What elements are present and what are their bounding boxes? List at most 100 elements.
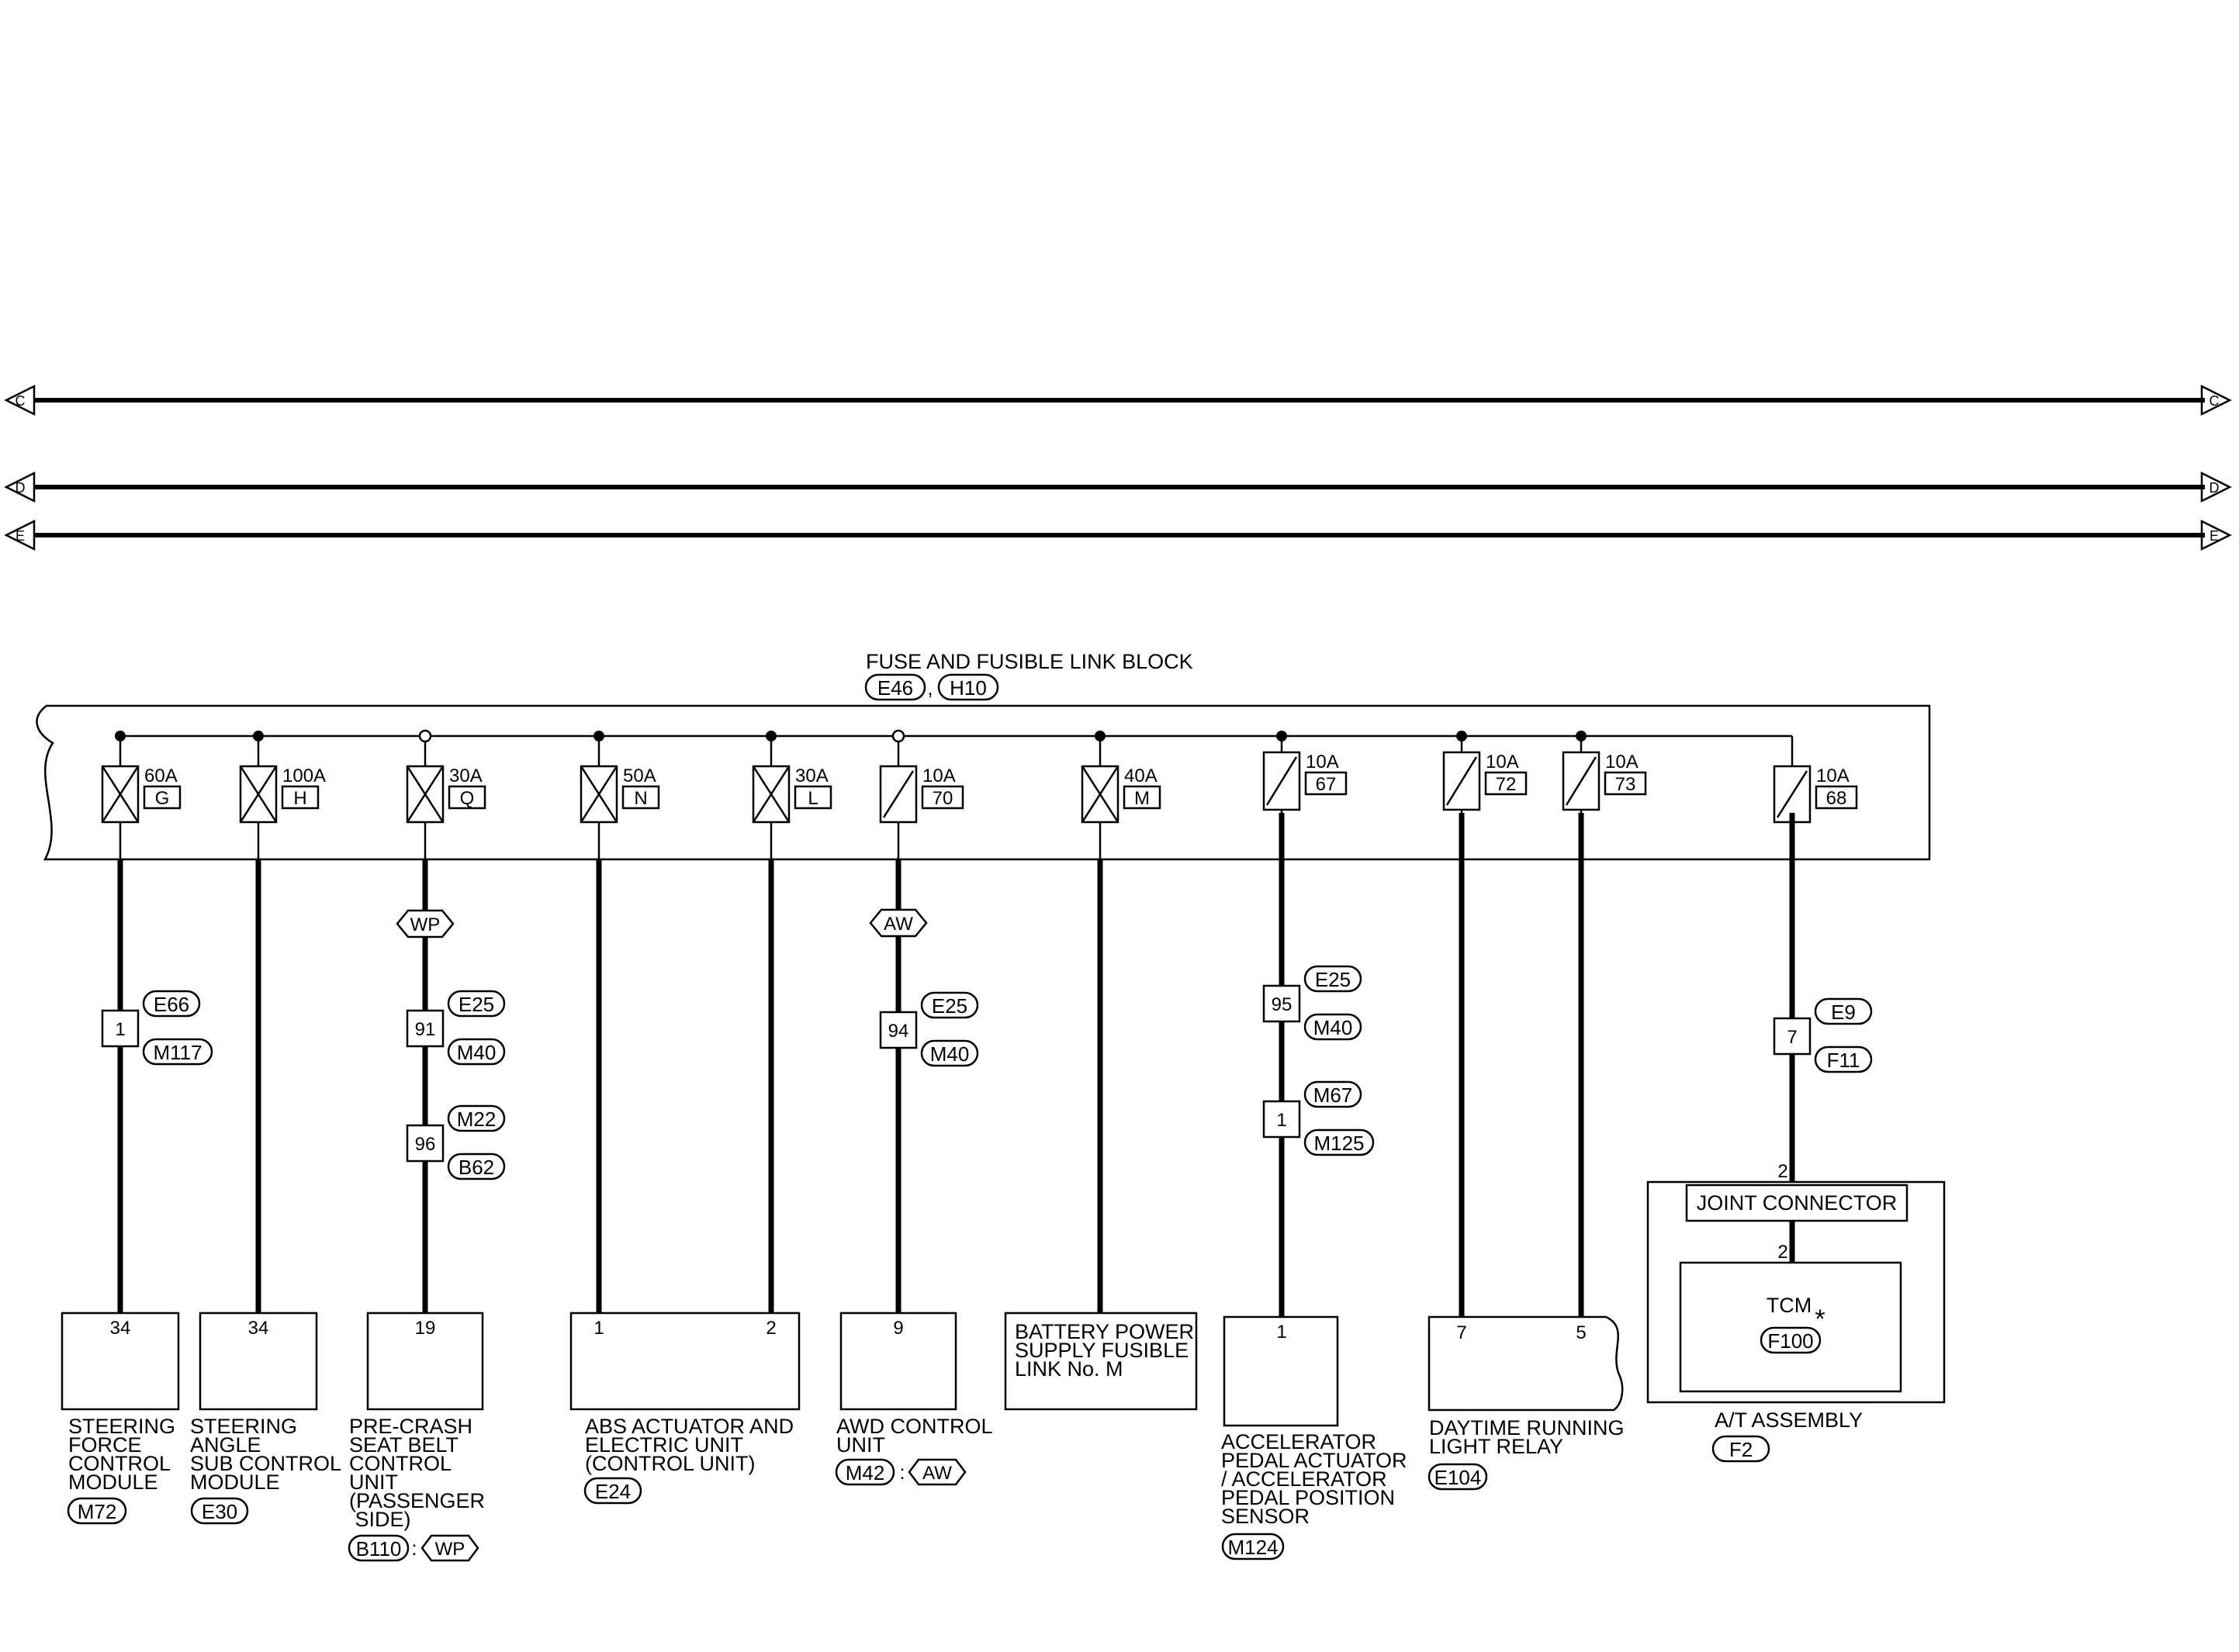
abs-label-2: ELECTRIC UNIT [585, 1433, 743, 1457]
bus-e-left-arrow-icon [4, 519, 36, 551]
sasc-label-3: SUB CONTROL [190, 1452, 341, 1475]
apa-label-2: PEDAL ACTUATOR [1221, 1449, 1407, 1472]
apa-label-4: PEDAL POSITION [1221, 1486, 1395, 1509]
component-battery-fusible-link: BATTERY POWER SUPPLY FUSIBLE LINK No. M [1004, 1312, 1198, 1411]
component-steering-angle-sub-control-module: 34 STEERING ANGLE SUB CONTROL MODULE E30 [190, 1312, 341, 1525]
at-connector: F2 [1729, 1438, 1753, 1461]
fuse-M-rating: 40A [1124, 766, 1158, 786]
junction-dot-Q [418, 729, 432, 743]
inline-connector-top: M67 [1313, 1083, 1353, 1107]
fuse-73-id: 73 [1615, 774, 1636, 795]
fuse-70-rating: 10A [922, 766, 956, 786]
inline-connector-pin: 91 [415, 1019, 436, 1040]
bus-d-left-label: D [16, 480, 26, 496]
inline-connector-group: 1E66M11791E25M4096M22B6294E25M4095E25M40… [101, 965, 1873, 1180]
sfcm-label-4: MODULE [68, 1471, 158, 1494]
drl-label-1: DAYTIME RUNNING [1429, 1416, 1625, 1439]
component-accelerator-pedal-actuator: 1 ACCELERATOR PEDAL ACTUATOR / ACCELERAT… [1221, 1315, 1407, 1560]
bat-label-1: BATTERY POWER [1015, 1320, 1194, 1343]
fuse-L-id: L [808, 788, 818, 809]
sfcm-box [61, 1312, 180, 1411]
bat-label-2: SUPPLY FUSIBLE [1015, 1339, 1189, 1362]
inline-connector-bottom: M125 [1313, 1132, 1364, 1155]
option-aw-label: AW [884, 914, 913, 935]
awd-option: AW [922, 1463, 952, 1484]
fuse-H-rating: 100A [282, 766, 326, 786]
inline-connector-top: E9 [1831, 1001, 1856, 1024]
inline-connector-bottom: M40 [930, 1042, 970, 1066]
fuse-block-connector-1-pill [864, 673, 926, 701]
apa-pin: 1 [1276, 1322, 1286, 1343]
bus-c-right-arrow-icon [2200, 384, 2232, 416]
apa-connector: M124 [1227, 1536, 1278, 1559]
option-wp: WP [396, 909, 455, 938]
pcsb-colon: : [411, 1536, 417, 1560]
junction-dot-70 [891, 729, 905, 743]
bus-c: C C [4, 384, 2232, 416]
junction-dot-M [1095, 731, 1106, 741]
fuse-N-id: N [634, 788, 647, 809]
fuse-N-rating: 50A [623, 766, 656, 786]
bus-e-right-arrow-icon [2200, 519, 2232, 551]
bat-label-3: LINK No. M [1015, 1357, 1123, 1381]
bus-d-left-arrow-icon [4, 471, 36, 503]
inline-connector-pin: 95 [1272, 994, 1293, 1015]
bat-box [1004, 1312, 1198, 1411]
inline-connector-top: M22 [457, 1108, 497, 1131]
awd-colon: : [899, 1460, 905, 1484]
junction-dot-72 [1456, 731, 1467, 741]
at-label: A/T ASSEMBLY [1715, 1408, 1863, 1432]
abs-label-3: (CONTROL UNIT) [585, 1452, 755, 1475]
inline-connector-top: E66 [154, 993, 189, 1016]
component-abs-actuator: 1 2 ABS ACTUATOR AND ELECTRIC UNIT (CONT… [569, 1312, 801, 1505]
junction-dot-L [766, 731, 777, 741]
sfcm-label-1: STEERING [68, 1415, 175, 1438]
fuse-68-id: 68 [1826, 788, 1847, 809]
drl-box [1427, 1315, 1624, 1412]
sasc-label-2: ANGLE [190, 1433, 261, 1457]
pcsb-option: WP [435, 1539, 465, 1560]
component-at-assembly: 2 JOINT CONNECTOR 2 TCM * F100 A/T ASSEM… [1646, 1161, 1946, 1463]
pcsb-label-4: UNIT [349, 1471, 398, 1494]
bus-d-right-arrow-icon [2200, 471, 2232, 503]
fuse-68-rating: 10A [1816, 766, 1850, 786]
fuse-72-rating: 10A [1486, 752, 1519, 772]
inline-connector-bottom: B62 [459, 1156, 494, 1179]
component-steering-force-control-module: 34 STEERING FORCE CONTROL MODULE M72 [61, 1312, 180, 1525]
fuse-73-rating: 10A [1605, 752, 1639, 772]
fuse-Q-id: Q [460, 788, 475, 809]
tcm-asterisk: * [1815, 1305, 1825, 1334]
pcsb-pin: 19 [415, 1318, 436, 1339]
sfcm-pin: 34 [110, 1318, 131, 1339]
fuse-block-separator: , [927, 676, 933, 700]
awd-label-1: AWD CONTROL [836, 1415, 993, 1438]
abs-box [569, 1312, 801, 1411]
inline-connector-top: E25 [459, 993, 494, 1016]
fuse-70-id: 70 [933, 788, 953, 809]
pcsb-label-5: (PASSENGER [349, 1489, 485, 1512]
inline-connector-bottom: M40 [457, 1041, 497, 1064]
sfcm-label-2: FORCE [68, 1433, 142, 1457]
inline-connector-bottom: F11 [1827, 1049, 1860, 1072]
sasc-pin: 34 [248, 1318, 269, 1339]
pcsb-label-6: SIDE) [349, 1508, 411, 1531]
pcsb-label-2: SEAT BELT [349, 1433, 459, 1457]
bus-c-left-arrow-icon [4, 384, 36, 416]
pcsb-connector: B110 [356, 1537, 402, 1560]
drl-connector: E104 [1434, 1466, 1482, 1489]
abs-pin-2: 2 [766, 1318, 776, 1339]
sasc-label-1: STEERING [190, 1415, 297, 1438]
apa-label-3: / ACCELERATOR [1221, 1467, 1387, 1491]
